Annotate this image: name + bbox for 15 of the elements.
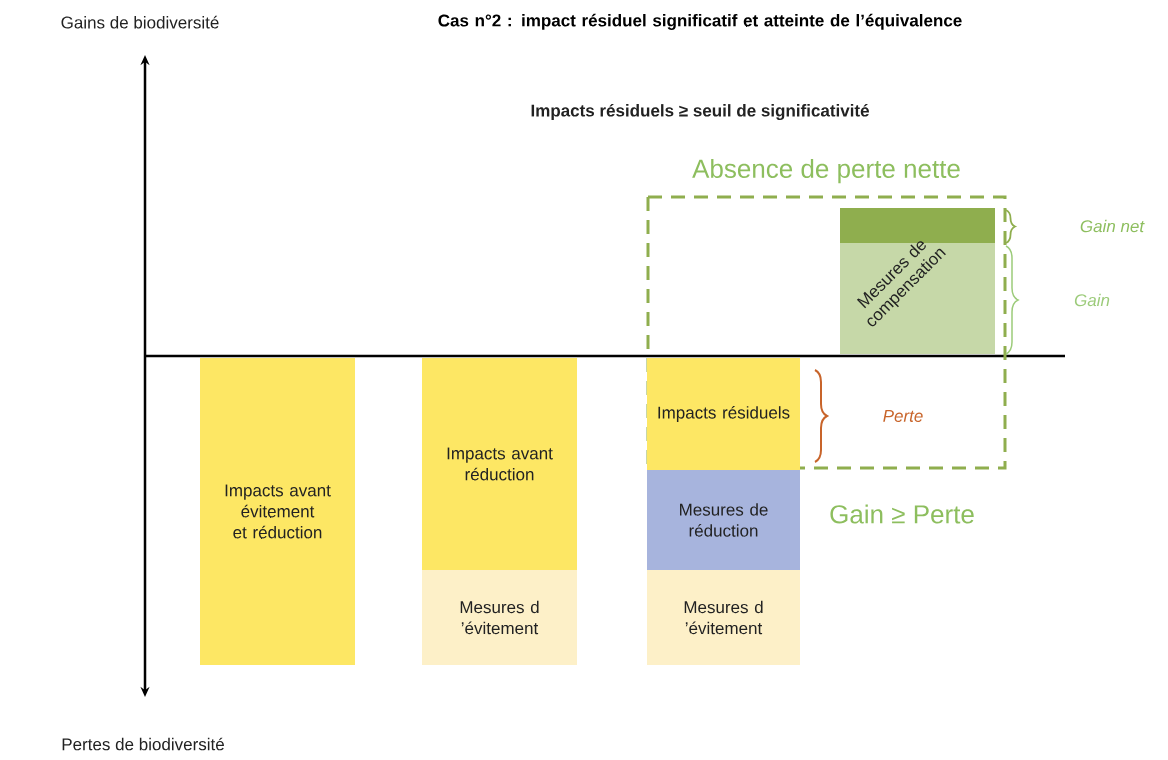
bar-block: Mesures de réduction bbox=[647, 470, 800, 570]
comparison-label: Gain ≥ Perte bbox=[830, 504, 974, 524]
bar-block: Impacts avant évitement et réduction bbox=[200, 358, 355, 665]
axis-label: Gains de biodiversité bbox=[61, 15, 219, 29]
bar-block: Impacts avant réduction bbox=[422, 358, 577, 570]
axis-label: Pertes de biodiversité bbox=[62, 737, 224, 751]
bar-block: Mesures d ’évitement bbox=[422, 570, 577, 665]
node-label: Absence de perte nette bbox=[692, 158, 960, 184]
subtitle: Impacts résiduels ≥ seuil de significativité bbox=[531, 103, 869, 121]
brace-label: Gain net bbox=[1080, 219, 1145, 233]
bar-block: Impacts résiduels bbox=[647, 358, 800, 470]
title: Cas n°2 : impact résiduel significatif et atteinte de l’équivalence bbox=[438, 13, 962, 30]
brace-label: Perte bbox=[883, 410, 923, 422]
brace-label: Gain bbox=[1074, 293, 1110, 307]
bar-block: Mesures d ’évitement bbox=[647, 570, 800, 665]
